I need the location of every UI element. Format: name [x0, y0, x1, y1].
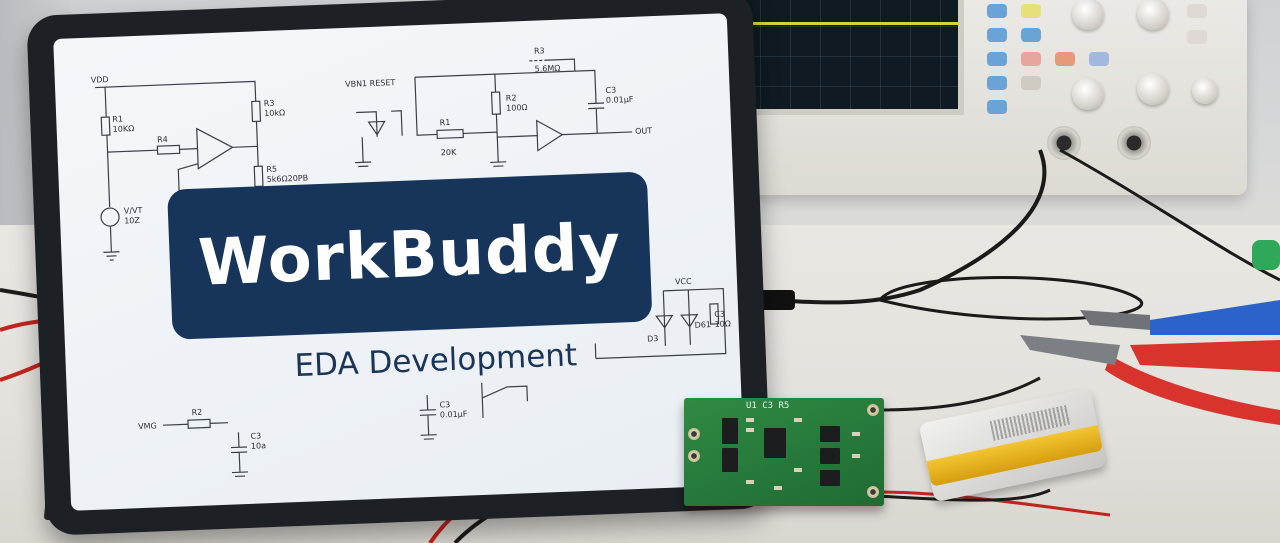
ic-chip	[820, 470, 840, 486]
ic-chip	[764, 428, 786, 458]
schematic-drawing	[95, 58, 727, 478]
schematic-label: R4	[156, 134, 168, 145]
schematic-label: 5.6MΩ	[534, 63, 561, 74]
blue-pliers-handle	[1150, 300, 1280, 335]
scope-knob	[1072, 78, 1104, 110]
app-title: WorkBuddy	[196, 210, 623, 301]
schematic-label: R3	[263, 98, 275, 109]
pcb-wire-red-out	[877, 490, 1111, 517]
solder-pad	[688, 428, 700, 440]
ic-chip	[820, 426, 840, 442]
oscilloscope-trace	[700, 22, 958, 25]
tablet-screen: VDD R1 10KΩ R4 R3 10kΩ R5 5k6Ω20PB V/VT …	[53, 13, 745, 511]
schematic-label: R2	[505, 93, 517, 103]
schematic-label: VCC	[674, 276, 692, 287]
schematic-label: R2	[191, 407, 203, 418]
schematic-label: C3	[439, 400, 451, 410]
probe-cable-back	[1059, 148, 1280, 282]
schematic-label: C3	[605, 85, 617, 95]
schematic-label: V/VT	[123, 205, 143, 216]
schematic-label: VDD	[90, 75, 109, 85]
pcb-wire-black-out	[877, 376, 1041, 412]
scope-button	[1021, 28, 1041, 42]
red-pliers-handle-top	[1130, 340, 1280, 372]
schematic-label: 100Ω	[506, 102, 528, 113]
scope-button	[1021, 76, 1041, 90]
bnc-connector	[1117, 126, 1151, 160]
scope-knob	[1137, 73, 1169, 105]
schematic-label: R3	[533, 46, 545, 56]
schematic-label: 10Ω	[714, 319, 732, 329]
scope-button	[1187, 4, 1207, 18]
schematic-label: 10a	[250, 441, 267, 451]
scope-button	[987, 100, 1007, 114]
schematic-label: VBN1 RESET	[344, 78, 396, 89]
scope-button	[987, 4, 1007, 18]
schematic-label: 0.01μF	[605, 94, 634, 105]
schematic-label: D3	[646, 334, 659, 344]
schematic-label: C3	[714, 309, 726, 319]
scope-button	[1021, 4, 1041, 18]
scope-knob	[1137, 0, 1169, 30]
scope-knob	[1072, 0, 1104, 30]
schematic-label: VMG	[137, 421, 157, 432]
schematic-label: D61	[694, 320, 712, 330]
circuit-board: U1 C3 R5	[684, 398, 884, 506]
scope-button	[987, 52, 1007, 66]
red-pliers-handle-bottom	[1105, 355, 1280, 425]
title-banner: WorkBuddy	[167, 171, 653, 340]
ic-chip	[722, 448, 738, 472]
schematic-label: R1	[112, 114, 124, 124]
schematic-label: 10Z	[124, 215, 141, 226]
oscilloscope-control-panel	[977, 0, 1232, 178]
schematic-label: OUT	[634, 126, 653, 136]
schematic-label: C3	[250, 431, 262, 441]
scope-button	[1021, 52, 1041, 66]
schematic-label: 20K	[440, 147, 457, 158]
probe-cable	[759, 149, 1047, 305]
scope-button	[1089, 52, 1109, 66]
solder-pad	[867, 404, 879, 416]
schematic-label: 10kΩ	[264, 108, 286, 119]
ic-chip	[722, 418, 738, 444]
schematic-label: 10KΩ	[112, 124, 135, 134]
probe-cable-loop	[878, 276, 1144, 321]
pcb-wire-black-out-2	[877, 488, 1051, 502]
pcb-silkscreen: U1 C3 R5	[746, 401, 790, 411]
bnc-connector	[1047, 126, 1081, 160]
solder-pad	[688, 450, 700, 462]
tablet: VDD R1 10KΩ R4 R3 10kΩ R5 5k6Ω20PB V/VT …	[26, 0, 772, 536]
scope-button	[1187, 30, 1207, 44]
red-pliers-jaw	[1020, 335, 1120, 365]
schematic-label: R1	[439, 117, 451, 128]
scope-knob	[1192, 78, 1218, 104]
ic-chip	[820, 448, 840, 464]
solder-pad	[867, 486, 879, 498]
green-clip	[1252, 240, 1280, 270]
scope-button	[1055, 52, 1075, 66]
scope-button	[987, 28, 1007, 42]
schematic-label: 0.01μF	[439, 409, 468, 420]
schematic-label: R5	[266, 164, 278, 175]
blue-pliers-jaw	[1080, 310, 1150, 330]
scope-button	[987, 76, 1007, 90]
schematic-label: 5k6Ω20PB	[266, 173, 309, 185]
